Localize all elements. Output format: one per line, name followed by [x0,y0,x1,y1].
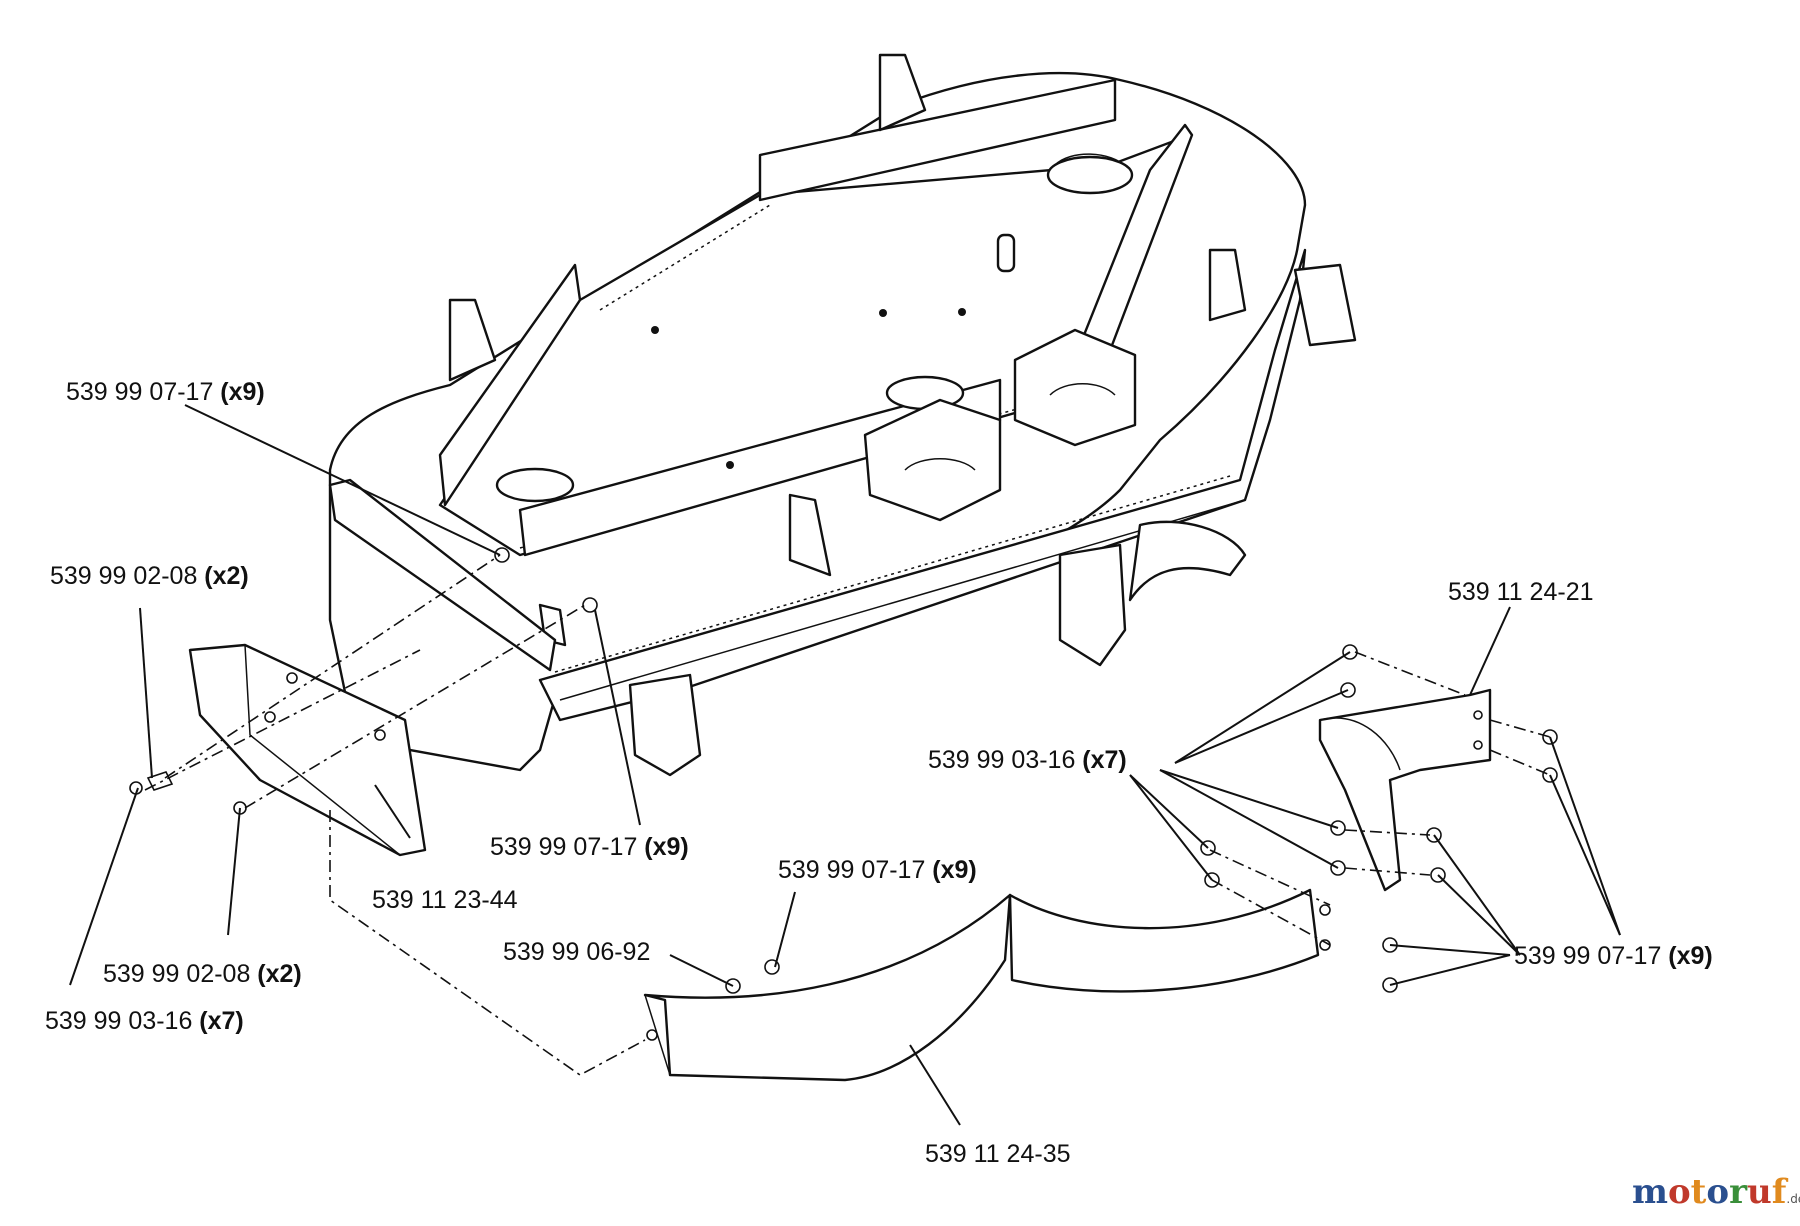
wm-letter-1: o [1668,1172,1691,1212]
label-center-bolt: 539 99 07-17 (x9) [490,833,689,861]
pulley-cup-2 [1013,328,1137,447]
label-baffle: 539 11 24-35 [925,1140,1071,1168]
wm-letter-2: t [1691,1172,1707,1212]
deck-left-side-rail [328,478,557,672]
label-left-carriage-bolt: 539 99 03-16 (x7) [45,1007,244,1035]
label-right-carriage-bolt: 539 99 03-16 (x7) [928,746,1127,774]
spindle-hole-left [495,467,575,503]
pulley-cup-1 [863,398,1002,522]
left-hardware [129,771,247,815]
side-shield [188,643,427,857]
hanger-right [1208,248,1247,322]
wm-suffix: .de [1786,1192,1800,1206]
deck-front-left-bracket [628,673,702,777]
deck-front-right-bracket [1058,543,1127,667]
hanger-left [448,298,497,382]
hanger-front [788,493,832,577]
label-left-bolt-upper: 539 99 02-08 (x2) [50,562,249,590]
label-left-bolt-lower: 539 99 02-08 (x2) [103,960,302,988]
front-baffle [643,888,1331,1082]
right-bracket-part [1318,688,1492,892]
right-hardware [1200,644,1558,993]
label-right-nut: 539 99 07-17 (x9) [1514,942,1713,970]
spindle-hole-right [1046,155,1134,195]
svg-text:motoruf.de: motoruf.de [1632,1172,1800,1212]
watermark-logo: motoruf.de [1632,1172,1800,1212]
label-top-left-bolt: 539 99 07-17 (x9) [66,378,265,406]
part-labels: 539 99 07-17 (x9) 539 99 02-08 (x2) 539 … [45,378,1713,1168]
wm-letter-3: o [1706,1172,1729,1212]
label-baffle-nut: 539 99 07-17 (x9) [778,856,977,884]
wm-letter-0: m [1632,1172,1668,1212]
wm-letter-6: f [1772,1172,1789,1212]
deck-right-bracket [1293,263,1357,347]
deck-left-rail [438,263,582,507]
deck-front-skirt [538,248,1307,722]
wm-letter-5: u [1747,1172,1772,1212]
label-shield-left: 539 11 23-44 [372,886,518,914]
wm-letter-4: r [1729,1172,1748,1212]
hanger-rear-left [878,53,927,132]
label-washer: 539 99 06-92 [503,938,650,966]
deck-rear-wall [758,78,1117,202]
label-right-bracket: 539 11 24-21 [1448,578,1594,606]
skirt-dotted-edge [554,475,1231,673]
mower-deck [328,53,1357,777]
assembly-lines [144,554,1551,1076]
leader-lines [69,404,1621,1126]
